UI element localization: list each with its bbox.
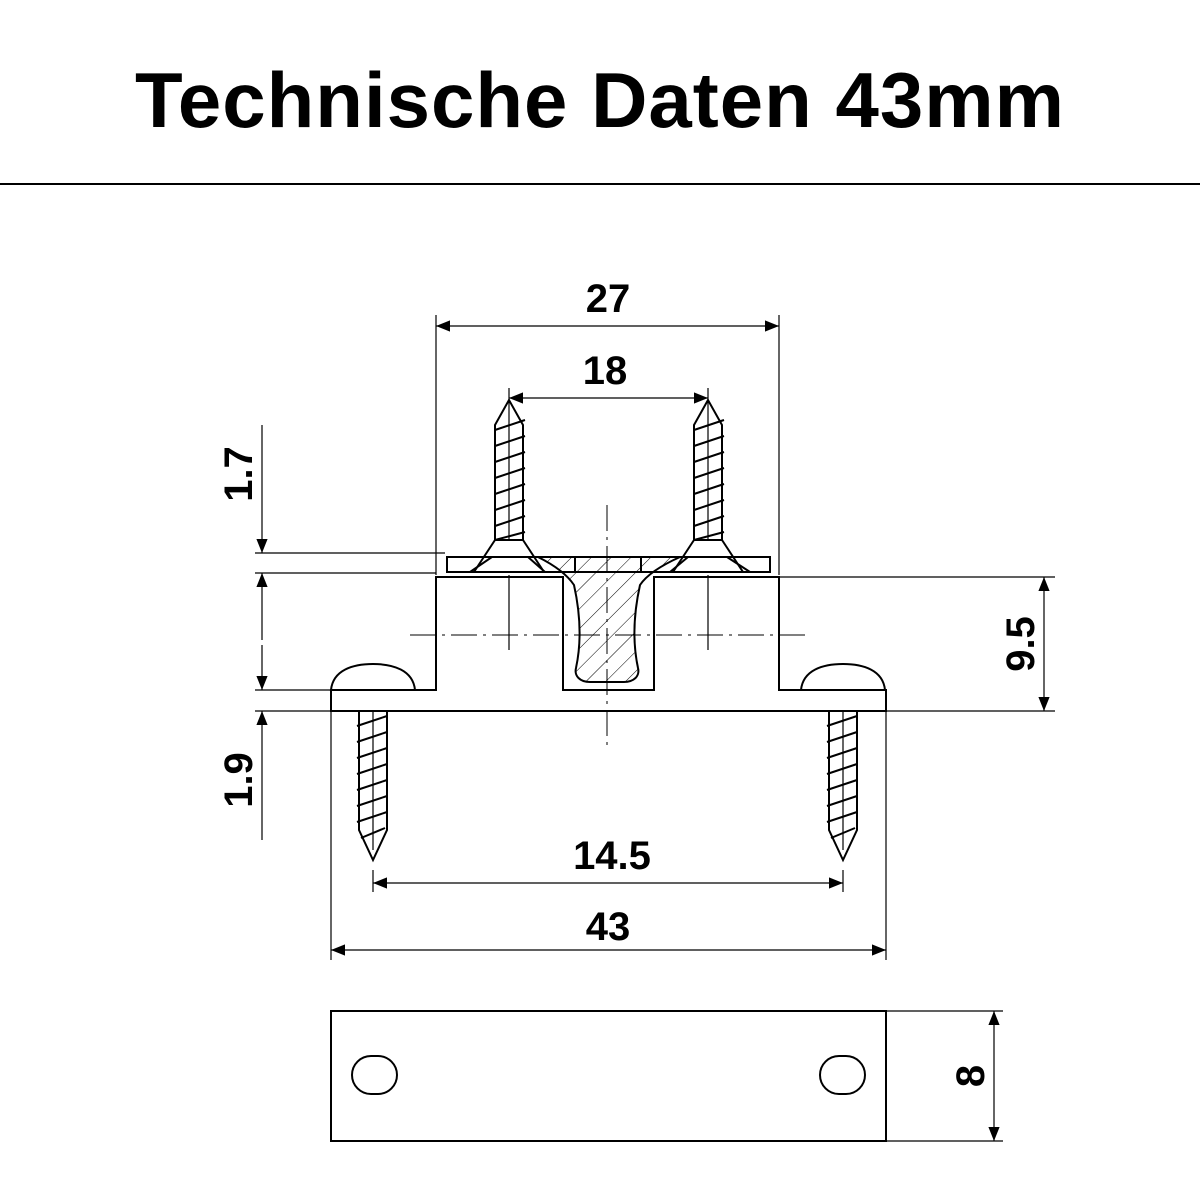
countersunk-screw-right [671,397,745,573]
dim-label-8: 8 [949,1065,993,1087]
dimension-1-7: 1.7 [217,425,445,640]
t-insert-section [537,556,681,683]
dimension-27: 27 [435,277,780,575]
slot-hole-left [351,1055,398,1095]
plate-plan-view [330,1010,887,1142]
page-title: Technische Daten 43mm [0,55,1200,145]
dim-label-43: 43 [586,905,631,949]
dim-label-14-5: 14.5 [573,834,651,878]
dim-label-18: 18 [583,349,628,393]
pan-head-screw-right [799,662,887,863]
base-plate-section [330,576,887,712]
dimension-18: 18 [508,349,709,404]
dimension-9-5: 9.5 [779,576,1055,712]
dim-label-27: 27 [586,277,631,321]
countersunk-screw-left [472,397,546,573]
dim-label-9-5: 9.5 [999,616,1043,672]
dimension-14-5: 14.5 [372,834,844,892]
title-size: 43mm [835,56,1065,144]
pan-head-screw-left [329,662,417,863]
dim-label-1-9: 1.9 [217,752,261,808]
dimension-8: 8 [886,1010,1003,1142]
center-lines [410,505,810,745]
dimension-43: 43 [330,711,887,960]
slot-hole-right [819,1055,866,1095]
dimension-1-9: 1.9 [217,645,331,840]
dim-label-1-7: 1.7 [217,446,261,502]
title-divider [0,183,1200,185]
title-text: Technische Daten [135,56,813,144]
